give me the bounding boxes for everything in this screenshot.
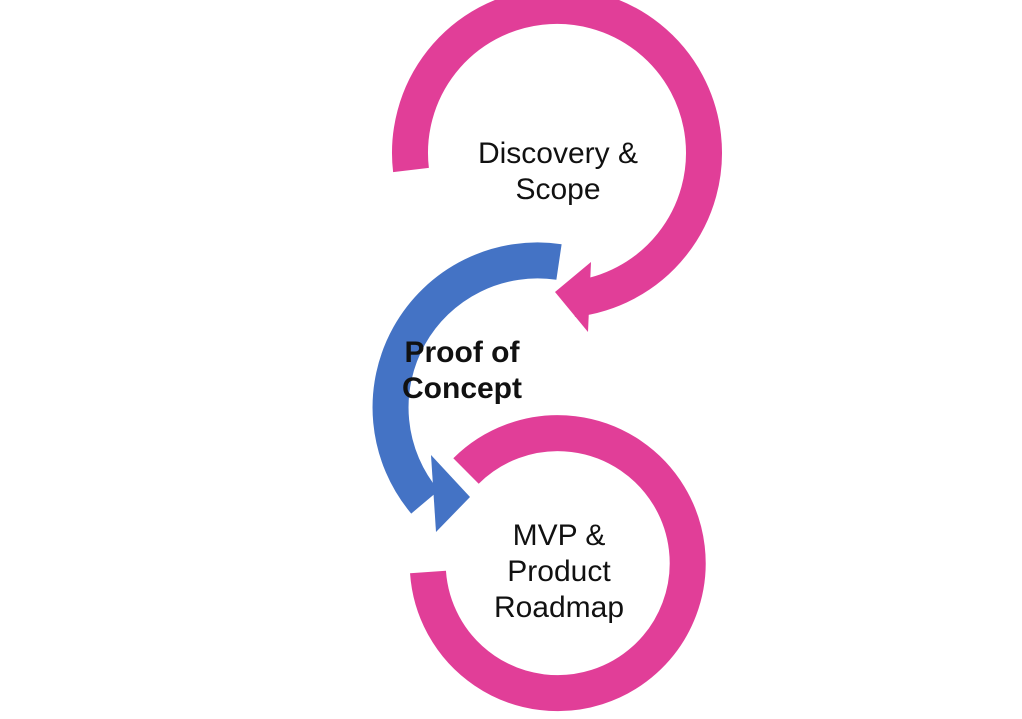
discovery-label: Discovery & Scope (458, 136, 658, 208)
poc-arc (372, 242, 562, 514)
poc-arrowhead (431, 455, 470, 532)
discovery-arrowhead (555, 262, 591, 332)
mvp-label-line-2: Product (507, 555, 611, 588)
mvp-label-line-3: Roadmap (493, 591, 625, 624)
poc-label-line-1: Proof of (404, 336, 520, 369)
mvp-label: MVP & Product Roadmap (459, 518, 659, 626)
poc-label: Proof of Concept (372, 335, 552, 407)
mvp-ring (410, 415, 706, 712)
poc-label-line-2: Concept (402, 372, 522, 405)
mvp-label-line-1: MVP & (512, 519, 606, 552)
poc-ring (372, 242, 562, 532)
mvp-arc (410, 415, 706, 712)
discovery-label-line-2: Scope (515, 173, 601, 206)
discovery-arc (392, 0, 722, 317)
discovery-label-line-1: Discovery & (477, 137, 639, 170)
discovery-ring (392, 0, 722, 332)
